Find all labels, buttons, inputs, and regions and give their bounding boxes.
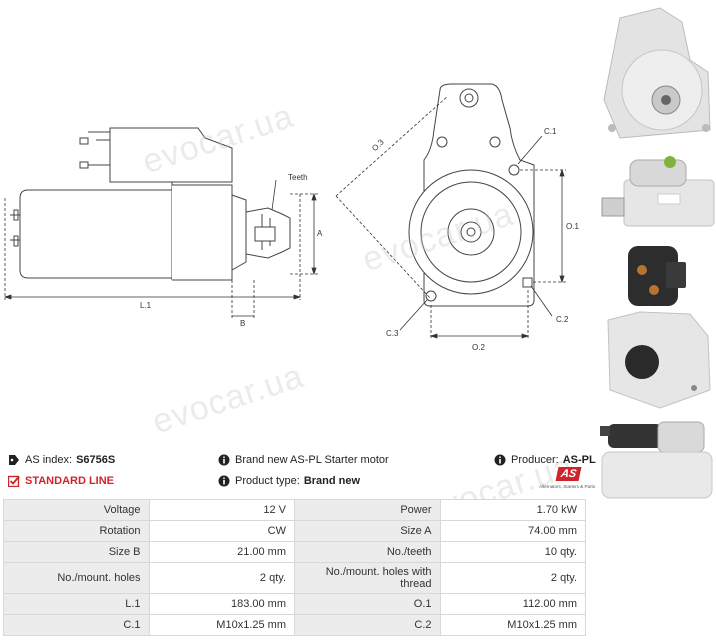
- label-o3: O.3: [370, 137, 386, 153]
- spec-label: Rotation: [3, 520, 150, 542]
- label-o1: O.1: [566, 222, 579, 231]
- spec-value: CW: [148, 520, 295, 542]
- technical-drawing: Teeth A B L.1 O.3 C.1 O.1: [3, 83, 579, 352]
- label-teeth: Teeth: [288, 173, 308, 182]
- standard-line-row: STANDARD LINE: [8, 475, 114, 487]
- label-b: B: [240, 319, 245, 328]
- description-text: Brand new AS-PL Starter motor: [235, 454, 389, 466]
- spec-label: C.1: [3, 614, 150, 636]
- label-l1: L.1: [140, 301, 152, 310]
- spec-label: Voltage: [3, 499, 150, 521]
- spec-label: O.1: [294, 593, 441, 615]
- spec-value: 10 qty.: [439, 541, 586, 563]
- spec-label: No./mount. holes with thread: [294, 562, 441, 594]
- product-type-label: Product type:: [235, 475, 300, 487]
- producer-label: Producer:: [511, 454, 559, 466]
- as-index-row: AS index: S6756S: [8, 454, 115, 466]
- product-photo-top: [600, 416, 716, 506]
- info-icon: [218, 454, 230, 466]
- spec-value: 74.00 mm: [439, 520, 586, 542]
- label-c2: C.2: [556, 315, 569, 324]
- spec-label: No./teeth: [294, 541, 441, 563]
- spec-label: Size A: [294, 520, 441, 542]
- logo-tagline: Alternators, Starters & Parts: [538, 484, 596, 489]
- logo-mark: AS: [555, 467, 582, 481]
- spec-value: 112.00 mm: [439, 593, 586, 615]
- spec-value: M10x1.25 mm: [439, 614, 586, 636]
- spec-label: Power: [294, 499, 441, 521]
- product-type-row: Product type: Brand new: [218, 475, 360, 487]
- spec-label: Size B: [3, 541, 150, 563]
- producer-row: Producer: AS-PL: [494, 454, 596, 466]
- spec-value: 2 qty.: [148, 562, 295, 594]
- spec-value: 1.70 kW: [439, 499, 586, 521]
- label-a: A: [317, 229, 323, 238]
- spec-value: 183.00 mm: [148, 593, 295, 615]
- spec-label: No./mount. holes: [3, 562, 150, 594]
- label-o2: O.2: [472, 343, 485, 352]
- product-photo-side: [600, 150, 716, 238]
- standard-line-label: STANDARD LINE: [25, 475, 115, 487]
- spec-value: 21.00 mm: [148, 541, 295, 563]
- as-index-value: S6756S: [76, 454, 116, 466]
- tag-icon: [9, 455, 19, 465]
- description-row: Brand new AS-PL Starter motor: [218, 454, 389, 466]
- info-icon: [494, 454, 506, 466]
- spec-value: 2 qty.: [439, 562, 586, 594]
- product-photo-rear: [600, 240, 716, 412]
- as-pl-logo: AS Alternators, Starters & Parts: [537, 467, 597, 495]
- spec-label: C.2: [294, 614, 441, 636]
- producer-value: AS-PL: [562, 454, 596, 466]
- label-c3: C.3: [386, 329, 399, 338]
- product-type-value: Brand new: [303, 475, 361, 487]
- as-index-label: AS index:: [25, 454, 73, 466]
- check-box-icon: [8, 475, 20, 487]
- product-photo-front: [600, 0, 716, 148]
- spec-value: 12 V: [148, 499, 295, 521]
- label-c1: C.1: [544, 127, 557, 136]
- info-icon: [218, 475, 230, 487]
- spec-value: M10x1.25 mm: [148, 614, 295, 636]
- spec-label: L.1: [3, 593, 150, 615]
